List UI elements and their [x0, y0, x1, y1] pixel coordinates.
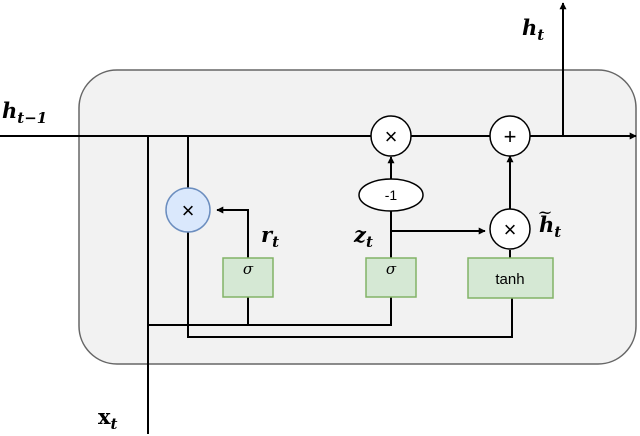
h-tilde-accent: ~	[537, 202, 552, 223]
one-minus-node	[358, 178, 424, 212]
update-multiply-symbol: ×	[385, 124, 398, 149]
sigma-r-gate	[222, 257, 274, 298]
r-gate-label: rt	[261, 222, 279, 251]
z-gate-label: zt	[353, 222, 373, 251]
add-symbol: +	[504, 124, 517, 149]
h-prev-label: ht−1	[2, 98, 47, 127]
reset-multiply-node	[165, 187, 211, 233]
add-node	[489, 115, 531, 157]
candidate-multiply-symbol: ×	[504, 217, 517, 242]
h-out-label: ht	[522, 15, 544, 44]
sigma-z-label: σ	[386, 260, 397, 278]
update-multiply-node	[370, 115, 412, 157]
tanh-label: tanh	[495, 271, 524, 288]
r-gate-wire	[216, 206, 249, 258]
one-minus-label: -1	[385, 187, 398, 203]
tanh-gate	[467, 257, 554, 299]
candidate-multiply-node	[489, 208, 531, 250]
reset-multiply-symbol: ×	[182, 198, 195, 223]
x-in-label: xt	[98, 404, 118, 433]
h-tilde-label: ht	[539, 212, 561, 241]
input-bus	[148, 297, 392, 326]
sigma-z-gate	[365, 257, 417, 298]
reset-path-wire	[187, 227, 513, 338]
sigma-r-label: σ	[243, 260, 254, 278]
